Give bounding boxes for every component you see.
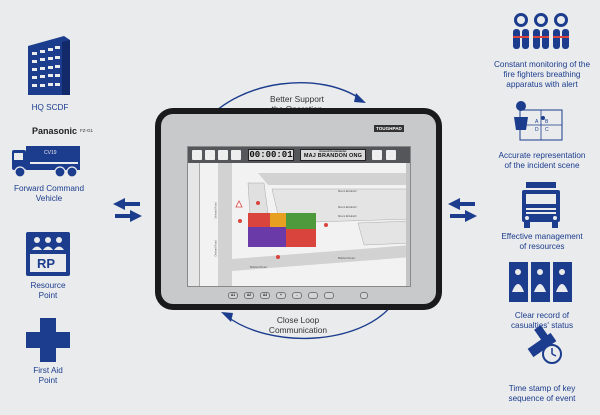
label-incident-scene: Accurate representation of the incident … bbox=[492, 151, 592, 171]
tablet-brand: Panasonic bbox=[32, 126, 78, 136]
resources-line1: Effective management bbox=[501, 232, 583, 241]
zone-purple bbox=[248, 227, 286, 247]
zone-red bbox=[248, 213, 270, 227]
map-hazard-marker bbox=[235, 200, 243, 208]
label-hq: HQ SCDF bbox=[10, 103, 90, 113]
scene-grid-b: B bbox=[545, 119, 549, 125]
map-road-elizabeth bbox=[258, 173, 410, 185]
info-button[interactable] bbox=[386, 150, 396, 160]
monitoring-line2: fire fighters breathing bbox=[503, 70, 581, 79]
hw-button-a3[interactable]: A3 bbox=[260, 292, 270, 299]
map-marker-4 bbox=[276, 255, 280, 259]
map-label-road4: Orchard Road bbox=[214, 202, 218, 219]
incident-scene-icon bbox=[514, 101, 563, 141]
tablet-badge: TOUGHPAD bbox=[374, 125, 404, 132]
label-monitoring: Constant monitoring of the fire fighters… bbox=[484, 60, 600, 90]
scene-grid-d: D bbox=[535, 127, 539, 133]
label-casualties: Clear record of casualties' status bbox=[494, 311, 590, 331]
app-topbar: 00:00:01 Ground Commander MAJ BRANDON ON… bbox=[188, 147, 410, 163]
fire-truck-icon bbox=[522, 182, 560, 228]
cycle-bottom-line1: Close Loop bbox=[276, 315, 320, 325]
ground-commander-box: Ground Commander MAJ BRANDON ONG bbox=[300, 149, 366, 161]
command-vehicle-plate: CV19 bbox=[44, 150, 57, 156]
zone-green bbox=[286, 213, 316, 229]
casualty-panels-icon bbox=[509, 262, 572, 302]
scene-grid-c: C bbox=[545, 127, 549, 133]
map-label-road1: Mount Elizabeth bbox=[338, 190, 357, 193]
cycle-arrow-top bbox=[354, 93, 366, 103]
tool-sidebar bbox=[188, 163, 200, 286]
hw-button-minus[interactable]: - bbox=[292, 292, 302, 299]
command-vehicle-icon bbox=[12, 146, 80, 178]
map-scrollbar[interactable] bbox=[406, 163, 411, 287]
hw-button-windows[interactable] bbox=[308, 292, 318, 299]
incident-timer: 00:00:01 bbox=[248, 149, 294, 161]
hq-building-icon bbox=[28, 36, 70, 95]
map-marker-1 bbox=[238, 219, 242, 223]
resources-line2: of resources bbox=[519, 242, 565, 251]
tablet-model: FZ-G1 bbox=[80, 128, 93, 133]
map-label-road5: Orchard Road bbox=[214, 240, 218, 257]
casualties-line1: Clear record of bbox=[514, 311, 570, 320]
hw-button-power[interactable] bbox=[360, 292, 368, 299]
incident-map bbox=[200, 163, 411, 287]
map-label-road3: Mount Elizabeth bbox=[338, 215, 357, 218]
grid-button[interactable] bbox=[231, 150, 241, 160]
map-building-2 bbox=[357, 220, 410, 246]
map-marker-3 bbox=[324, 223, 328, 227]
camera-button[interactable] bbox=[372, 150, 382, 160]
label-resource-point: Resource Point bbox=[10, 281, 86, 301]
cycle-bottom-line2: Communication bbox=[268, 325, 328, 335]
cycle-arc-bottom bbox=[224, 304, 393, 340]
timestamp-line1: Time stamp of key bbox=[508, 384, 576, 393]
map-pin-button[interactable] bbox=[192, 150, 202, 160]
first-aid-cross-icon bbox=[26, 318, 70, 362]
fcv-label-line1: Forward Command bbox=[13, 184, 85, 193]
monitoring-line1: Constant monitoring of the bbox=[493, 60, 591, 69]
map-label-road7: Bideford Road bbox=[338, 257, 355, 260]
time-stamp-icon bbox=[527, 325, 562, 364]
ground-commander-name: MAJ BRANDON ONG bbox=[303, 153, 363, 159]
add-button[interactable] bbox=[218, 150, 228, 160]
hw-button-a2[interactable]: A2 bbox=[244, 292, 254, 299]
right-exchange-arrows-icon bbox=[448, 198, 477, 222]
scene-line2: of the incident scene bbox=[504, 161, 580, 170]
map-road-bideford bbox=[232, 245, 410, 271]
hq-label-text: HQ SCDF bbox=[31, 103, 69, 112]
map-label-road2: Mount Elizabeth bbox=[338, 206, 357, 209]
left-exchange-arrows-icon bbox=[113, 198, 142, 222]
hw-button-settings[interactable] bbox=[324, 292, 334, 299]
monitoring-line3: apparatus with alert bbox=[506, 80, 578, 89]
rp-label-line1: Resource bbox=[30, 281, 66, 290]
label-forward-command-vehicle: Forward Command Vehicle bbox=[4, 184, 94, 204]
fap-label-line1: First Aid bbox=[33, 366, 63, 375]
zone-orange bbox=[270, 213, 286, 227]
fcv-label-line2: Vehicle bbox=[35, 194, 63, 203]
hw-button-a1[interactable]: A1 bbox=[228, 292, 238, 299]
timestamp-line2: sequence of event bbox=[508, 394, 576, 403]
scene-grid-a: A bbox=[535, 119, 539, 125]
map-road-orchard bbox=[218, 163, 232, 286]
resource-point-icon-text: RP bbox=[37, 256, 55, 271]
resource-point-icon bbox=[26, 232, 70, 276]
breathing-apparatus-icon bbox=[513, 13, 569, 49]
cycle-top-line1: Better Support bbox=[269, 94, 324, 104]
cycle-arrow-bottom bbox=[221, 312, 233, 322]
label-first-aid-point: First Aid Point bbox=[10, 366, 86, 386]
label-resources: Effective management of resources bbox=[490, 232, 594, 252]
casualties-line2: casualties' status bbox=[510, 321, 574, 330]
fap-label-line2: Point bbox=[38, 376, 58, 385]
cycle-label-bottom: Close Loop Communication bbox=[250, 315, 346, 335]
hazard-button[interactable] bbox=[205, 150, 215, 160]
ground-commander-title: Ground Commander bbox=[319, 149, 347, 153]
tablet-screen: 00:00:01 Ground Commander MAJ BRANDON ON… bbox=[187, 146, 411, 287]
map-marker-2 bbox=[256, 201, 260, 205]
label-timestamp: Time stamp of key sequence of event bbox=[494, 384, 590, 404]
map-label-road6: Bideford Road bbox=[250, 266, 267, 269]
rp-label-line2: Point bbox=[38, 291, 58, 300]
zone-red-2 bbox=[286, 229, 316, 247]
scene-line1: Accurate representation bbox=[498, 151, 586, 160]
hw-button-plus[interactable]: + bbox=[276, 292, 286, 299]
